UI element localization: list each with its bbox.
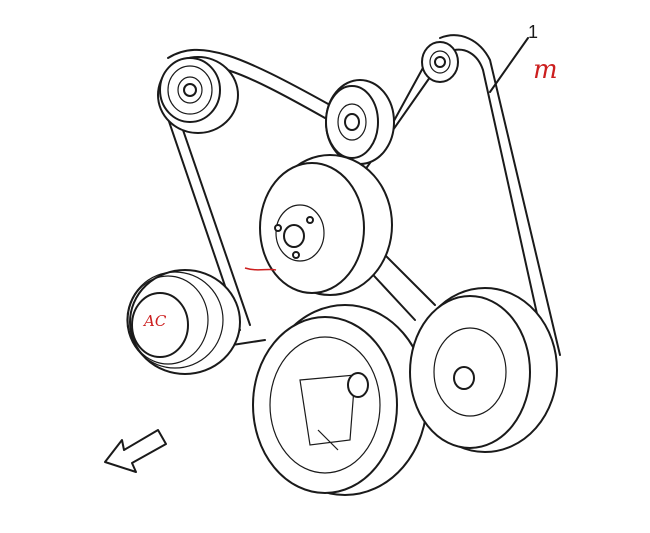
handwritten-ac: AC bbox=[144, 312, 167, 330]
handwritten-m: m bbox=[533, 55, 558, 85]
front-direction-arrow bbox=[104, 429, 167, 473]
red-belt-mark bbox=[244, 267, 277, 271]
alternator-pulley bbox=[409, 287, 558, 453]
tensioner-pulley bbox=[325, 79, 395, 165]
water-pump-pulley bbox=[259, 154, 393, 296]
idler-pulley-top-right bbox=[421, 41, 459, 83]
callout-label-1: 1 bbox=[528, 22, 539, 42]
crankshaft-pulley bbox=[252, 304, 428, 496]
callout-leader-line bbox=[489, 37, 529, 93]
ac-compressor-pulley bbox=[126, 269, 241, 375]
idler-pulley-top-left bbox=[157, 56, 239, 134]
